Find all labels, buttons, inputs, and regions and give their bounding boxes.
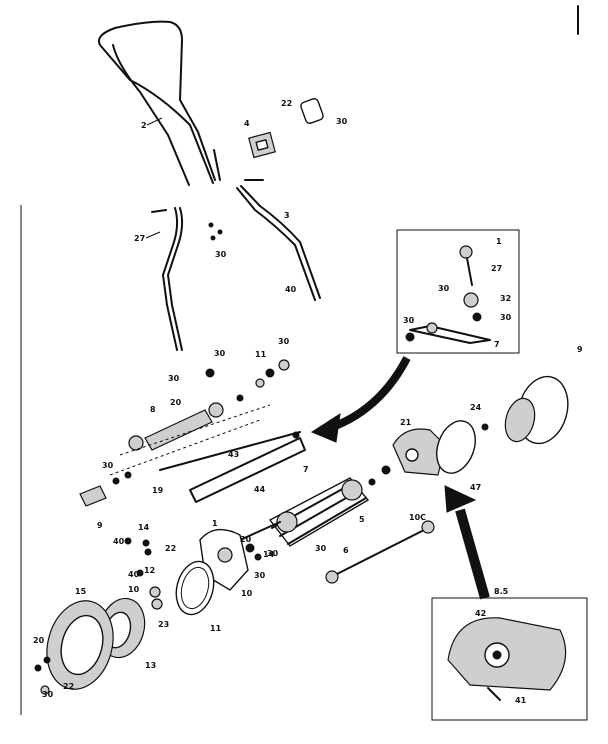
callout-20-axle: 20 (170, 398, 182, 407)
wheel-right (481, 375, 569, 445)
arrow-head-top (310, 412, 341, 443)
callout-9: 9 (97, 521, 103, 530)
callout-27-left: 27 (134, 234, 145, 243)
callout-30-axle-d: 30 (102, 461, 114, 470)
callout-30-shaft: 30 (315, 544, 327, 553)
callout-20-plate: 20 (240, 535, 252, 544)
callout-30-plate: 30 (267, 549, 279, 558)
callout-30-axle-c: 30 (278, 337, 290, 346)
part-11-ring (175, 560, 215, 616)
callout-27-inset: 27 (491, 264, 502, 273)
callout-5: 5 (359, 515, 365, 524)
callout-44: 44 (254, 485, 266, 494)
callout-32-inset: 32 (500, 294, 511, 303)
callout-20-hub: 20 (33, 636, 45, 645)
arrow-head-bottom (444, 485, 477, 513)
callout-6: 6 (343, 546, 349, 555)
fasteners-left (124, 537, 163, 610)
roller-assembly (109, 359, 301, 476)
callout-14-left: 14 (138, 523, 150, 532)
callout-12: 12 (144, 566, 155, 575)
callout-43: 43 (228, 450, 239, 459)
callout-11: 11 (210, 624, 222, 633)
part-15-tire (46, 600, 114, 690)
callout-22-left: 22 (165, 544, 176, 553)
callout-2: 2 (141, 121, 147, 130)
callout-47: 47 (470, 483, 481, 492)
callout-1-reel: 1 (212, 519, 218, 528)
side-plate-right (368, 428, 446, 486)
callout-30-axle-a: 30 (168, 374, 180, 383)
callout-14-reel: 14 (263, 550, 275, 559)
callout-19: 19 (152, 486, 164, 495)
part-9-bracket (79, 471, 132, 507)
callout-30-top: 30 (336, 117, 348, 126)
callout-22-top: 22 (281, 99, 292, 108)
callout-40-left-b: 40 (128, 570, 140, 579)
inset-box-top (396, 229, 520, 354)
callout-23: 23 (158, 620, 169, 629)
callout-7-bar: 7 (303, 465, 309, 474)
callout-30-inset-a: 30 (438, 284, 450, 293)
part-47-disk (436, 420, 476, 474)
callout-42: 42 (475, 609, 486, 618)
callout-40-left-a: 40 (113, 537, 125, 546)
callout-22-hub: 22 (63, 682, 74, 691)
callout-11-axle: 11 (255, 350, 267, 359)
callout-21: 21 (400, 418, 412, 427)
callout-10-left: 10 (128, 585, 140, 594)
hub-fasteners-left (34, 656, 51, 695)
callout-4: 4 (244, 119, 250, 128)
callout-30-inset-b: 30 (500, 313, 512, 322)
handle-upper (98, 20, 221, 186)
callout-30-axle-b: 30 (214, 349, 226, 358)
handle-lower-left (151, 207, 184, 351)
callout-40-handle: 40 (285, 285, 297, 294)
callout-30-hub: 30 (42, 690, 54, 699)
bolt-set-30 (208, 222, 223, 241)
callout-30-inset-c: 30 (403, 316, 415, 325)
callout-8-5: 8.5 (494, 587, 509, 596)
callout-9-side: 9 (577, 345, 583, 354)
reel-assembly (239, 477, 370, 547)
arrow-inset-bottom (455, 508, 490, 600)
shaft-6 (325, 520, 435, 584)
inset-box-bottom (431, 597, 588, 721)
callout-1-inset: 1 (496, 237, 502, 246)
part-7-bar (189, 431, 306, 503)
arrow-inset-top (328, 356, 411, 432)
part-4-bracket (248, 131, 276, 159)
callout-15: 15 (75, 587, 87, 596)
callout-8: 8 (150, 405, 156, 414)
callout-30-handle: 30 (215, 250, 227, 259)
callout-41: 41 (515, 696, 527, 705)
callout-10c: 10C (409, 513, 426, 522)
callout-7-inset: 7 (494, 340, 500, 349)
handle-lower-right (236, 179, 321, 301)
callout-30-plate-b: 30 (254, 571, 266, 580)
callout-3: 3 (284, 211, 290, 220)
callout-24: 24 (470, 403, 482, 412)
callout-10: 10 (241, 589, 253, 598)
part-22-clip (300, 98, 324, 124)
callout-13: 13 (145, 661, 156, 670)
